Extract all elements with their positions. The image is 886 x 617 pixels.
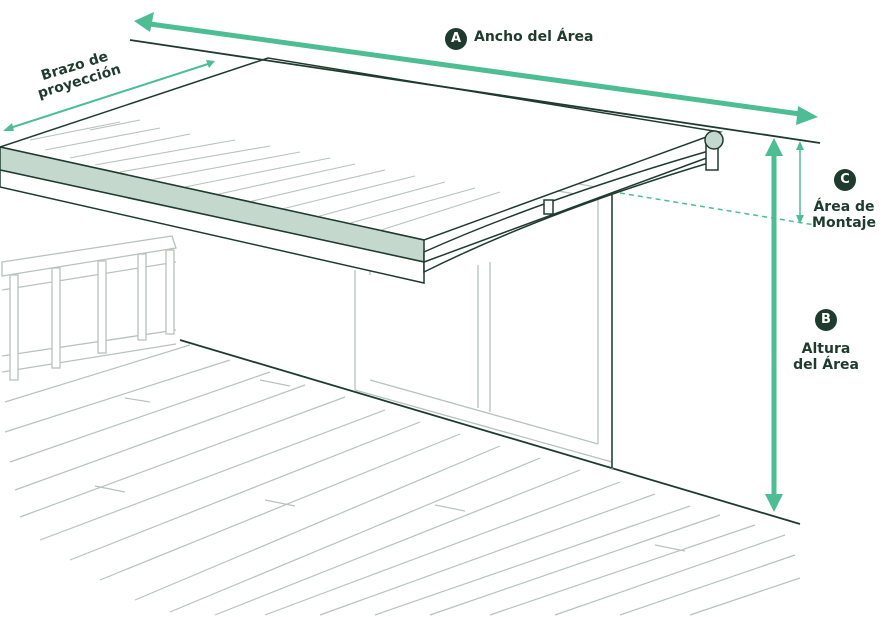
- awning-canopy: [0, 57, 723, 284]
- width-dimension-arrow: [134, 12, 818, 125]
- badge-b: B: [815, 309, 837, 331]
- mounting-dimension-arrow: [796, 141, 804, 224]
- deck-railing: [1, 235, 177, 381]
- label-height-line2: del Área: [793, 357, 859, 373]
- deck-floor: [4, 344, 801, 616]
- floor-edge-line: [179, 339, 801, 525]
- height-dimension-arrow: [765, 138, 783, 512]
- label-height: Altura del Área: [784, 341, 868, 373]
- projection-dimension-arrow: [3, 60, 215, 131]
- badge-a: A: [445, 28, 467, 50]
- label-height-line1: Altura: [801, 341, 851, 357]
- badge-c: C: [834, 169, 856, 191]
- label-width: Ancho del Área: [474, 29, 594, 45]
- wall-top-line: [129, 39, 821, 144]
- label-mounting-line1: Área de: [813, 199, 875, 215]
- mounting-guide-line: [619, 192, 816, 226]
- label-mounting-area: Área de Montaje: [806, 199, 882, 231]
- awning-roller: [704, 130, 724, 150]
- label-mounting-line2: Montaje: [812, 215, 876, 231]
